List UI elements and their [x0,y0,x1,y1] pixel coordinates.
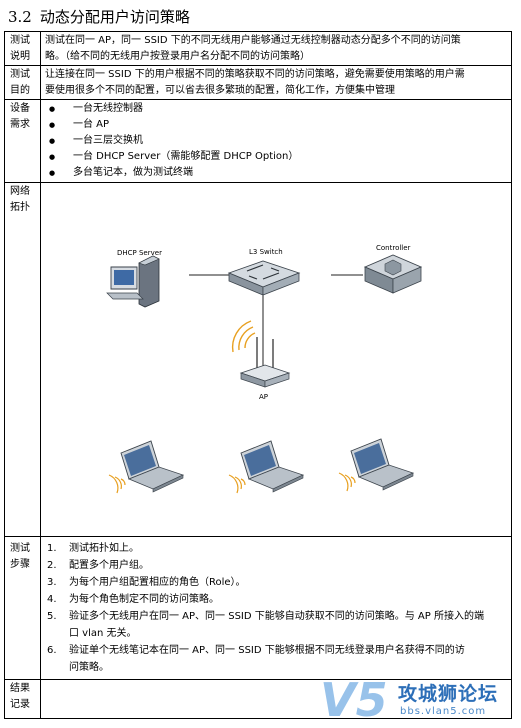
row-steps: 测试步骤 1.测试拓扑如上。 2.配置多个用户组。 3.为每个用户组配置相应的角… [4,536,512,680]
list-item: 1.测试拓扑如上。 [47,543,139,554]
dhcp-server-label: DHCP Server [117,249,162,257]
purpose-text: 让连接在同一 SSID 下的用户根据不同的策略获取不同的访问策略，避免需要使用策… [40,65,512,100]
list-item: 一台 DHCP Server（需能够配置 DHCP Option） [49,149,507,165]
ap-signal-icon [231,320,256,353]
topology-cell: DHCP Server L3 Switch [40,182,512,537]
watermark-url: bbs.vlan5.com [400,706,487,717]
l3-switch-label: L3 Switch [249,248,283,256]
test-case-table: 测试说明 测试在同一 AP，同一 SSID 下的不同无线用户能够通过无线控制器动… [4,31,512,719]
list-item: 5.验证多个无线用户在同一 AP、同一 SSID 下能够自动获取不同的访问策略。… [47,611,484,639]
result-cell [40,679,512,719]
controller-label: Controller [376,244,411,252]
list-item: 2.配置多个用户组。 [47,560,149,571]
switch-icon [227,260,301,296]
row-result: 结果记录 [4,679,512,719]
steps-cell: 1.测试拓扑如上。 2.配置多个用户组。 3.为每个用户组配置相应的角色（Rol… [40,536,512,680]
controller-icon [363,254,423,294]
equipment-list-cell: 一台无线控制器 一台 AP 一台三层交换机 一台 DHCP Server（需能够… [40,99,512,183]
network-diagram: DHCP Server L3 Switch [41,183,511,536]
dhcp-server-icon [106,255,160,308]
network-diagram-svg: DHCP Server L3 Switch [106,244,423,494]
row-description: 测试说明 测试在同一 AP，同一 SSID 下的不同无线用户能够通过无线控制器动… [4,31,512,66]
list-item: 一台 AP [49,117,507,133]
label-purpose: 测试目的 [4,65,41,100]
label-equipment: 设备需求 [4,99,41,183]
list-item: 多台笔记本，做为测试终端 [49,165,507,181]
label-topology: 网络拓扑 [4,182,41,537]
laptop-signal-icon [108,474,126,494]
ap-label: AP [259,393,268,401]
label-steps: 测试步骤 [4,536,41,680]
section-title: 动态分配用户访问策略 [39,8,190,26]
section-heading: 3.2 动态分配用户访问策略 [8,6,190,27]
watermark-mark: V5 [320,673,388,724]
list-item: 4.为每个角色制定不同的访问策略。 [47,594,219,605]
row-topology: 网络拓扑 DHCP Server [4,182,512,537]
access-point-icon [239,337,291,388]
description-text: 测试在同一 AP，同一 SSID 下的不同无线用户能够通过无线控制器动态分配多个… [40,31,512,66]
label-result: 结果记录 [4,679,41,719]
watermark-name: 攻城狮论坛 [398,683,499,705]
list-item: 3.为每个用户组配置相应的角色（Role）。 [47,577,246,588]
laptop-icon [350,438,415,491]
watermark-logo: V5 [320,673,388,724]
list-item: 一台三层交换机 [49,133,507,149]
list-item: 一台无线控制器 [49,101,507,117]
link-lines [189,274,363,370]
laptop-icon [240,440,305,493]
laptop-signal-icon [228,474,246,494]
label-description: 测试说明 [4,31,41,66]
laptop-signal-icon [338,472,356,492]
steps-list: 1.测试拓扑如上。 2.配置多个用户组。 3.为每个用户组配置相应的角色（Rol… [45,540,507,676]
row-purpose: 测试目的 让连接在同一 SSID 下的用户根据不同的策略获取不同的访问策略，避免… [4,65,512,100]
equipment-list: 一台无线控制器 一台 AP 一台三层交换机 一台 DHCP Server（需能够… [45,101,507,181]
section-number: 3.2 [8,8,32,26]
list-item: 6.验证单个无线笔记本在同一 AP、同一 SSID 下能够根据不同无线登录用户名… [47,645,465,673]
laptop-icon [120,440,185,493]
